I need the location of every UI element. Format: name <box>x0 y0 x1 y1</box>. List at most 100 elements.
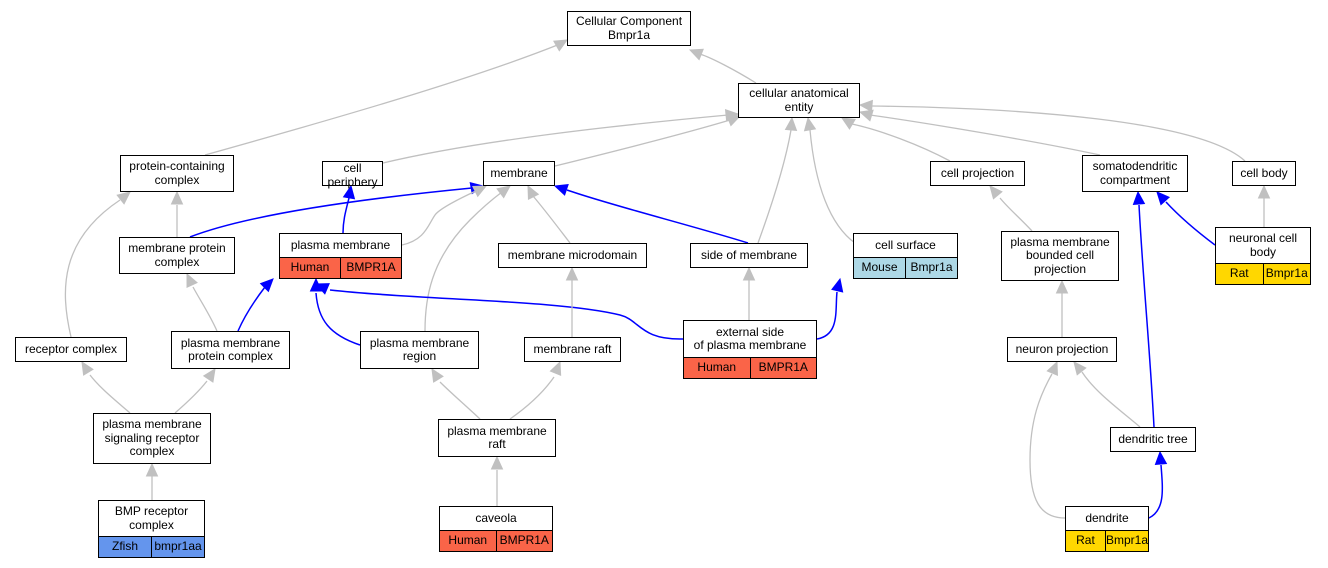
node-dendritic-tree[interactable]: dendritic tree <box>1110 427 1196 452</box>
edge-external-side-pm-to-plasma-membrane-arrowhead <box>314 283 330 295</box>
edge-pm-protein-complex-to-membrane-protein-complex <box>192 286 218 332</box>
node-plasma-membrane-protein-complex[interactable]: plasma membrane protein complex <box>171 331 290 369</box>
edge-side-of-membrane-to-membrane <box>566 189 749 244</box>
node-label: Cellular Component Bmpr1a <box>575 14 683 42</box>
node-label: dendritic tree <box>1118 431 1188 446</box>
edge-plasma-membrane-to-membrane-arrowhead <box>472 185 488 198</box>
node-receptor-complex[interactable]: receptor complex <box>15 337 127 362</box>
edge-pm-raft-to-membrane-raft-arrowhead <box>549 360 562 376</box>
edge-dendritic-tree-to-somatodendritic-compartment <box>1138 204 1155 428</box>
edge-receptor-complex-to-protein-containing-complex-arrowhead <box>116 191 131 205</box>
edge-pm-raft-to-pm-region-arrowhead <box>431 367 444 383</box>
node-label: protein-containing complex <box>129 159 225 187</box>
edge-pm-raft-to-membrane-raft <box>509 376 555 420</box>
node-label: cell body <box>1240 165 1288 180</box>
edge-somatodendritic-compartment-to-cellular-anatomical-entity-arrowhead <box>858 109 874 122</box>
species-tag: Zfish <box>99 537 151 557</box>
node-cell-body[interactable]: cell body <box>1232 161 1296 186</box>
node-label: plasma membrane <box>290 237 391 252</box>
node-label: external side of plasma membrane <box>693 324 807 352</box>
node-label: plasma membrane region <box>369 335 470 363</box>
edge-plasma-membrane-to-cell-periphery <box>342 197 350 234</box>
edge-side-of-membrane-to-cellular-anatomical-entity <box>757 129 792 244</box>
edge-pm-bounded-cell-projection-to-cell-projection <box>999 197 1033 232</box>
edge-protein-containing-complex-to-cellular-component <box>204 43 561 156</box>
node-external-side-of-plasma-membrane[interactable]: external side of plasma membrane Human B… <box>683 320 817 379</box>
edge-external-side-pm-to-side-of-membrane-arrowhead <box>742 266 756 281</box>
node-somatodendritic-compartment[interactable]: somatodendritic compartment <box>1082 155 1188 192</box>
gene-tag: BMPR1A <box>495 531 552 551</box>
gene-tag: BMPR1A <box>340 258 401 278</box>
node-cellular-component[interactable]: Cellular Component Bmpr1a <box>567 11 691 46</box>
edge-cell-periphery-to-cellular-anatomical-entity <box>382 114 729 164</box>
node-plasma-membrane-bounded-cell-projection[interactable]: plasma membrane bounded cell projection <box>1001 231 1119 281</box>
edge-dendrite-to-dendritic-tree <box>1148 464 1164 519</box>
node-label: caveola <box>475 510 517 525</box>
edge-membrane-microdomain-to-membrane <box>532 195 571 244</box>
edge-cell-body-to-cellular-anatomical-entity <box>871 105 1246 162</box>
edge-pm-protein-complex-to-membrane-protein-complex-arrowhead <box>186 272 198 288</box>
node-label: neuronal cell body <box>1228 231 1298 259</box>
edge-pm-region-to-membrane <box>424 191 503 332</box>
node-bmp-receptor-complex[interactable]: BMP receptor complex Zfish bmpr1aa <box>98 500 205 558</box>
node-dendrite[interactable]: dendrite Rat Bmpr1a <box>1065 506 1149 552</box>
node-membrane-microdomain[interactable]: membrane microdomain <box>498 243 647 268</box>
species-annotation: Mouse Bmpr1a <box>854 257 957 278</box>
edge-protein-containing-complex-to-cellular-component-arrowhead <box>553 39 569 52</box>
species-tag: Mouse <box>854 258 905 278</box>
node-label: plasma membrane raft <box>447 423 547 451</box>
gene-tag: Bmpr1a <box>905 258 957 278</box>
node-membrane-protein-complex[interactable]: membrane protein complex <box>119 237 235 274</box>
node-membrane-raft[interactable]: membrane raft <box>524 337 621 362</box>
edge-external-side-pm-to-cell-surface <box>816 291 838 340</box>
edge-dendritic-tree-to-somatodendritic-compartment-arrowhead <box>1132 190 1146 205</box>
edge-cell-body-to-cellular-anatomical-entity-arrowhead <box>858 99 873 113</box>
edge-cellular-anatomical-entity-to-cellular-component <box>699 53 757 84</box>
edge-cell-projection-to-cellular-anatomical-entity <box>851 123 951 162</box>
edge-dendrite-to-neuron-projection <box>1029 373 1066 519</box>
node-plasma-membrane-raft[interactable]: plasma membrane raft <box>438 419 556 457</box>
edge-pm-protein-complex-to-plasma-membrane-arrowhead <box>259 278 274 293</box>
node-protein-containing-complex[interactable]: protein-containing complex <box>120 155 234 192</box>
species-tag: Human <box>280 258 340 278</box>
node-label: cell surface <box>875 237 936 252</box>
edge-receptor-complex-to-protein-containing-complex <box>64 199 121 338</box>
node-side-of-membrane[interactable]: side of membrane <box>690 243 808 268</box>
edge-pm-signaling-receptor-complex-to-receptor-complex <box>89 374 131 414</box>
edge-plasma-membrane-to-cell-periphery-arrowhead <box>342 184 356 200</box>
node-neuronal-cell-body[interactable]: neuronal cell body Rat Bmpr1a <box>1215 227 1311 285</box>
node-cell-projection[interactable]: cell projection <box>930 161 1025 186</box>
edge-plasma-membrane-to-membrane <box>401 189 479 246</box>
node-label: plasma membrane signaling receptor compl… <box>102 417 202 459</box>
edge-neuronal-cell-body-to-cell-body-arrowhead <box>1257 184 1271 199</box>
edge-somatodendritic-compartment-to-cellular-anatomical-entity <box>869 114 1101 156</box>
node-cellular-anatomical-entity[interactable]: cellular anatomical entity <box>738 83 860 118</box>
edge-external-side-pm-to-plasma-membrane <box>329 289 684 340</box>
edge-pm-region-to-plasma-membrane <box>315 292 361 346</box>
node-plasma-membrane-region[interactable]: plasma membrane region <box>360 331 479 369</box>
node-label: receptor complex <box>24 341 118 356</box>
edge-side-of-membrane-to-cellular-anatomical-entity-arrowhead <box>784 116 798 131</box>
edge-neuron-projection-to-pm-bounded-cell-projection-arrowhead <box>1055 279 1069 294</box>
node-plasma-membrane-signaling-receptor-complex[interactable]: plasma membrane signaling receptor compl… <box>93 413 211 464</box>
node-cell-surface[interactable]: cell surface Mouse Bmpr1a <box>853 233 958 279</box>
gene-tag: Bmpr1a <box>1104 531 1148 551</box>
node-label: neuron projection <box>1015 341 1109 356</box>
node-cell-periphery[interactable]: cell periphery <box>322 161 383 188</box>
species-tag: Rat <box>1066 531 1105 551</box>
species-annotation: Rat Bmpr1a <box>1216 263 1310 284</box>
node-label: membrane protein complex <box>128 241 226 269</box>
gene-tag: BMPR1A <box>749 358 816 378</box>
species-annotation: Human BMPR1A <box>684 357 816 378</box>
node-membrane[interactable]: membrane <box>483 161 555 186</box>
node-plasma-membrane[interactable]: plasma membrane Human BMPR1A <box>279 233 402 279</box>
edge-cell-surface-to-cellular-anatomical-entity <box>809 129 856 244</box>
edge-bmp-receptor-complex-to-pm-signaling-receptor-complex-arrowhead <box>145 462 159 477</box>
edge-membrane-protein-complex-to-protein-containing-complex-arrowhead <box>170 190 184 205</box>
node-label: dendrite <box>1085 510 1129 525</box>
edge-pm-signaling-receptor-complex-to-receptor-complex-arrowhead <box>81 360 94 376</box>
node-neuron-projection[interactable]: neuron projection <box>1007 337 1117 362</box>
node-caveola[interactable]: caveola Human BMPR1A <box>439 506 553 552</box>
